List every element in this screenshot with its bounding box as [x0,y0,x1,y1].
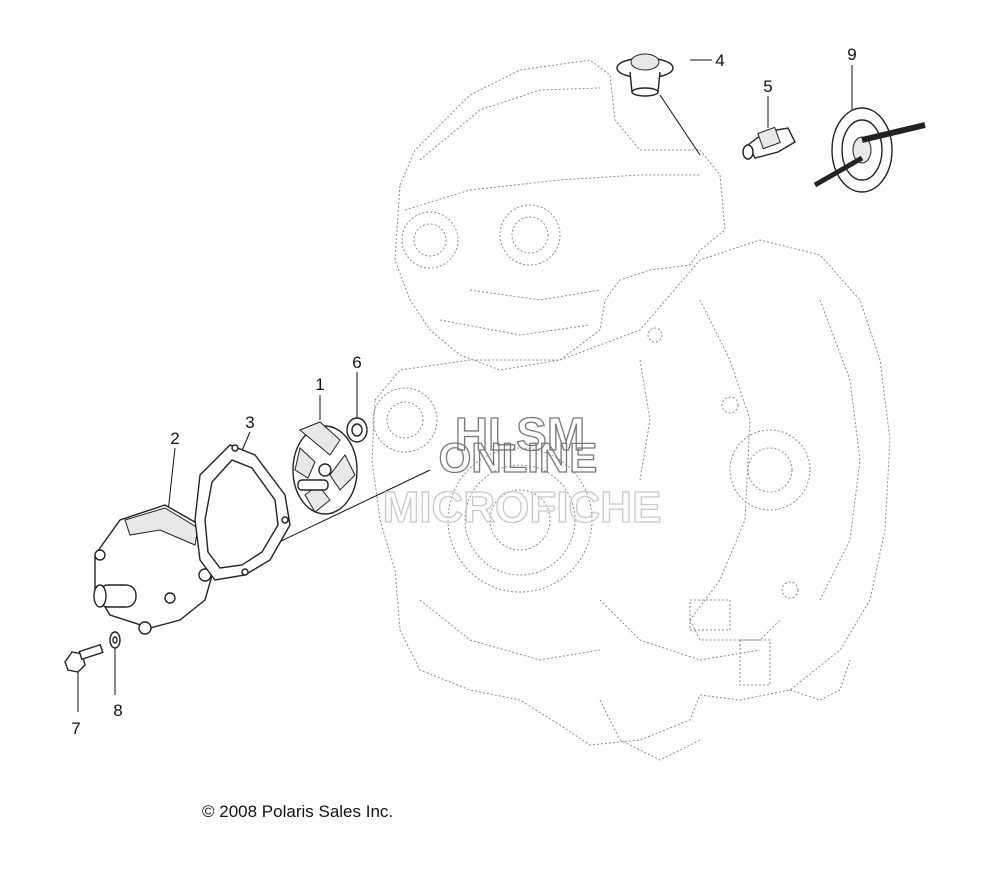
watermark: HLSM ONLINE MICROFICHE [382,407,662,532]
washer [109,631,121,649]
callout-2: 2 [170,429,179,448]
callout-7: 7 [71,719,80,738]
watermark-line1: HLSM [455,408,585,460]
callout-1: 1 [315,375,324,394]
impeller [292,421,358,515]
bolt [64,643,104,673]
temperature-sensor [742,126,796,160]
engine-block-outline [371,59,891,761]
seal [346,417,368,443]
callout-6: 6 [352,353,361,372]
callout-8: 8 [113,701,122,720]
watermark-line2: ONLINE [439,434,598,481]
callout-labels: 1 2 3 4 5 6 7 8 9 [71,45,856,738]
assembly-lines [77,59,853,712]
gasket [194,444,291,581]
callout-9: 9 [847,45,856,64]
callout-5: 5 [763,77,772,96]
watermark-line3: MICROFICHE [383,483,662,532]
copyright-text: © 2008 Polaris Sales Inc. [202,802,394,821]
callout-3: 3 [245,413,254,432]
water-pump-shaft [813,107,926,193]
thermostat [616,53,674,97]
water-pump-cover [93,504,216,635]
callout-4: 4 [715,51,724,70]
